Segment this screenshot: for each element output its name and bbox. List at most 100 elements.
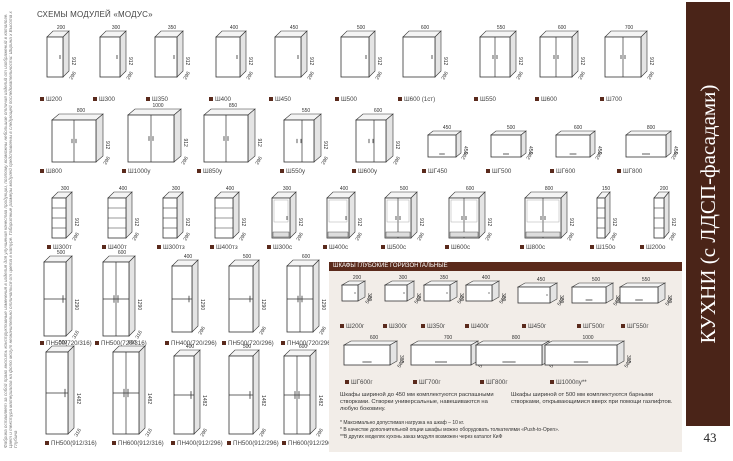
width-dim: 600 bbox=[118, 250, 127, 256]
deep-note-left: Шкафы шириной до 450 мм комплектуются ра… bbox=[340, 392, 494, 412]
depth-dim: 562 bbox=[414, 295, 423, 305]
height-dim: 912 bbox=[133, 218, 139, 227]
depth-dim: 296 bbox=[239, 232, 248, 242]
module-label: ПН500(720/316) bbox=[40, 340, 92, 347]
module-name: ШГ500 bbox=[492, 168, 512, 175]
module-name: Ш850у bbox=[203, 168, 223, 175]
depth-dim: 562 bbox=[365, 295, 374, 305]
depth-dim: 296 bbox=[246, 71, 255, 81]
label-bullet bbox=[474, 97, 478, 101]
cabinet-side bbox=[663, 191, 670, 239]
module-name: ШГ800г bbox=[486, 379, 508, 386]
module-name: Ш350г bbox=[427, 323, 446, 330]
label-bullet bbox=[157, 245, 161, 249]
cabinet-side bbox=[119, 30, 127, 78]
height-dim: 912 bbox=[486, 218, 492, 227]
deep-module-label: ШГ800г bbox=[480, 379, 508, 386]
width-dim: 700 bbox=[444, 335, 453, 341]
cabinet-side bbox=[125, 191, 133, 239]
cabinet-top bbox=[342, 340, 399, 346]
cabinet-top bbox=[555, 130, 596, 136]
cabinet-side bbox=[247, 108, 256, 163]
module-name: ШГ800 bbox=[623, 168, 643, 175]
module-label: ШГ800 bbox=[617, 168, 642, 175]
module-label: Ш600 bbox=[535, 96, 557, 103]
module-label: Ш600 (1ст) bbox=[398, 96, 435, 103]
deep-section-title: ШКАФЫ ГЛУБОКИЕ ГОРИЗОНТАЛЬНЫЕ bbox=[333, 263, 448, 269]
height-dim: 1290 bbox=[260, 299, 266, 310]
height-dim: 912 bbox=[297, 218, 303, 227]
depth-dim: 296 bbox=[578, 71, 587, 81]
depth-dim: 296 bbox=[417, 232, 426, 242]
module-name: Ш600 (1ст) bbox=[404, 96, 436, 103]
label-bullet bbox=[47, 245, 51, 249]
label-bullet bbox=[520, 245, 524, 249]
depth-dim: 296 bbox=[255, 156, 264, 166]
height-dim: 912 bbox=[611, 218, 617, 227]
module-name: Ш550 bbox=[480, 96, 496, 103]
module-label: ШГ450 bbox=[422, 168, 447, 175]
cabinet-top bbox=[409, 340, 480, 346]
cabinet-top bbox=[427, 130, 462, 136]
width-dim: 700 bbox=[625, 25, 634, 31]
module-name: ПН400(720/296) bbox=[287, 340, 333, 347]
depth-dim: 562 bbox=[499, 295, 508, 305]
depth-dim: 562 bbox=[457, 295, 466, 305]
depth-dim: 296 bbox=[671, 151, 680, 161]
module-label: Ш400т bbox=[102, 244, 127, 251]
height-dim: 380 bbox=[614, 295, 620, 304]
module-label: ПН500(720/316) bbox=[95, 340, 147, 347]
deep-module-label: Ш350г bbox=[421, 323, 445, 330]
height-dim: 912 bbox=[394, 141, 400, 150]
label-bullet bbox=[617, 169, 621, 173]
depth-dim: 296 bbox=[103, 156, 112, 166]
cabinet-side bbox=[67, 345, 75, 435]
width-dim: 400 bbox=[184, 254, 193, 260]
label-bullet bbox=[210, 245, 214, 249]
height-dim: 1290 bbox=[199, 299, 205, 310]
depth-dim: 296 bbox=[259, 326, 268, 336]
cabinet-side bbox=[368, 30, 376, 78]
deep-module-label: Ш450г bbox=[522, 323, 546, 330]
depth-dim: 562 bbox=[557, 297, 566, 307]
width-dim: 850 bbox=[229, 103, 238, 109]
width-dim: 600 bbox=[302, 254, 311, 260]
width-dim: 350 bbox=[168, 25, 177, 31]
cabinet-front bbox=[402, 36, 436, 78]
label-bullet bbox=[227, 441, 231, 445]
cabinet-side bbox=[173, 108, 182, 163]
height-dim: 1482 bbox=[75, 393, 81, 404]
cabinet-top bbox=[604, 30, 648, 38]
cabinet-side bbox=[560, 191, 568, 239]
cabinet-top bbox=[539, 30, 579, 38]
cabinet-side bbox=[176, 30, 184, 78]
height-dim: 912 bbox=[70, 57, 76, 66]
cabinet-front bbox=[99, 36, 121, 78]
cabinet-top bbox=[625, 130, 672, 136]
glass-panel bbox=[273, 199, 289, 223]
label-bullet bbox=[352, 169, 356, 173]
module-name: ПН600(912/296) bbox=[288, 440, 334, 447]
module-name: ПН500(912/296) bbox=[233, 440, 279, 447]
label-bullet bbox=[281, 341, 285, 345]
module-label: Ш400с bbox=[323, 244, 348, 251]
deep-note-right: Шкафы шириной от 500 мм комплектуются ба… bbox=[511, 392, 673, 405]
depth-dim: 296 bbox=[485, 232, 494, 242]
width-dim: 450 bbox=[537, 277, 546, 283]
height-dim: 912 bbox=[568, 218, 574, 227]
module-name: Ш550у bbox=[286, 168, 306, 175]
module-label: ПН400(912/296) bbox=[171, 440, 223, 447]
depth-dim: 296 bbox=[183, 232, 192, 242]
width-dim: 500 bbox=[243, 344, 252, 350]
width-dim: 500 bbox=[57, 250, 66, 256]
module-label: ПН500(912/296) bbox=[227, 440, 279, 447]
cabinet-front bbox=[355, 119, 387, 163]
depth-dim: 296 bbox=[69, 71, 78, 81]
label-bullet bbox=[282, 441, 286, 445]
module-name: ПН400(720/296) bbox=[171, 340, 217, 347]
label-bullet bbox=[323, 245, 327, 249]
module-label: Ш400тз bbox=[210, 244, 238, 251]
height-dim: 456 bbox=[596, 146, 602, 155]
height-dim: 1290 bbox=[320, 299, 326, 310]
label-bullet bbox=[122, 169, 126, 173]
